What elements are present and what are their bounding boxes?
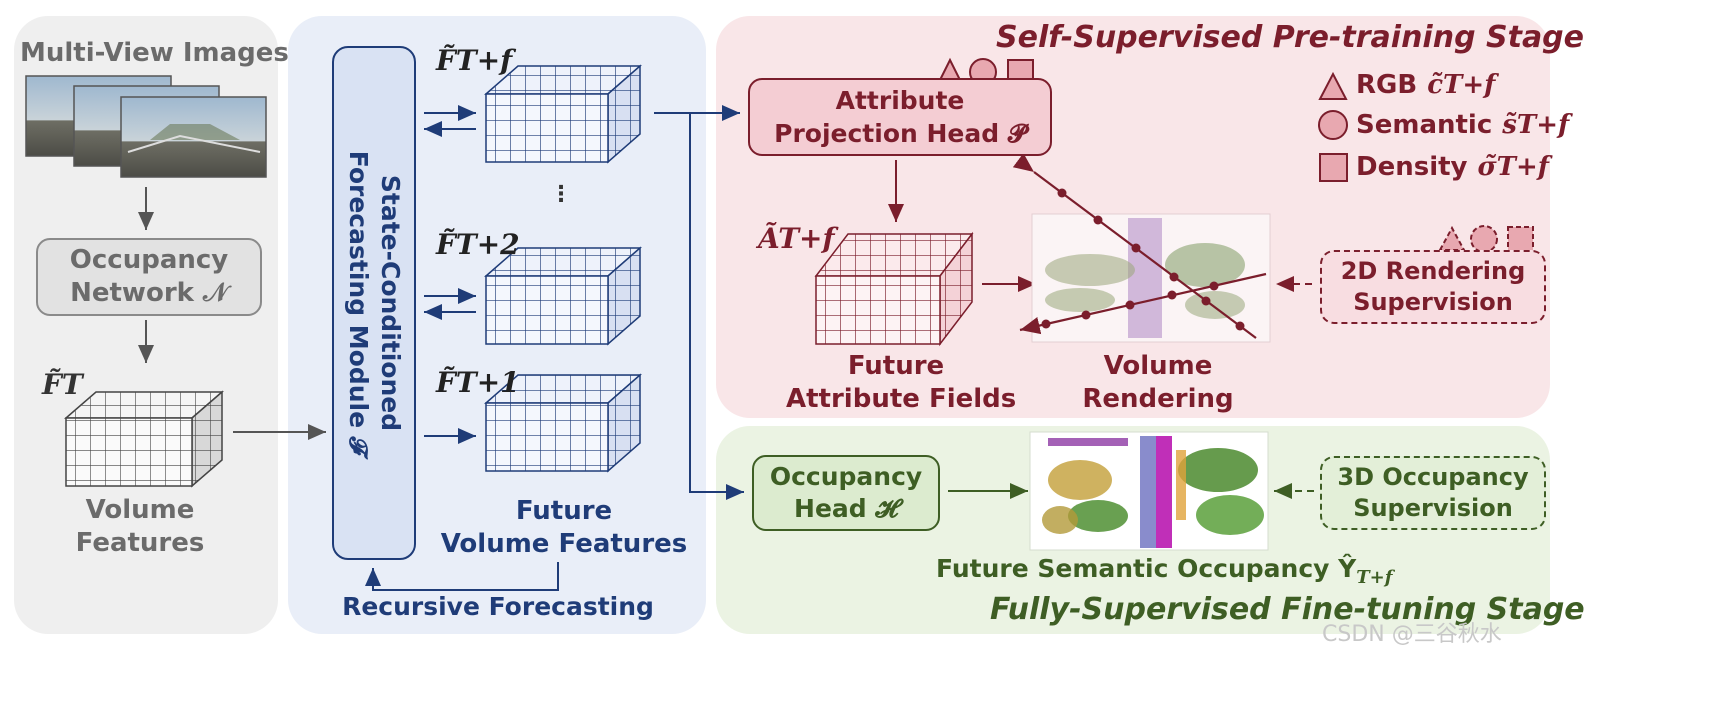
occupancy-network-line2: Network 𝒩 <box>70 278 228 308</box>
volume-features-line1: Volume <box>85 495 195 525</box>
volume-features-line2: Features <box>75 528 205 558</box>
volume-rendering-image <box>1012 153 1271 343</box>
forecasting-module-label: State-Conditioned Forecasting Module 𝓕 <box>342 151 406 455</box>
occ-head-line2: Head 𝓗 <box>794 494 898 523</box>
feature-symbol-t: F̃T <box>42 368 83 401</box>
attr-head-line1: Attribute <box>835 86 965 115</box>
legend-semantic-label: Semantic <box>1356 110 1493 140</box>
legend-rgb: RGB c̃T+f <box>1356 70 1495 100</box>
occ-head-line1: Occupancy <box>769 462 923 491</box>
attr-head-line2: Projection Head 𝓟 <box>774 119 1026 148</box>
legend-rgb-label: RGB <box>1356 70 1418 100</box>
future-volume-line2: Volume Features <box>440 529 688 559</box>
3d-occupancy-supervision-box: 3D Occupancy Supervision <box>1320 456 1546 530</box>
attr-fields-line2: Attribute Fields <box>786 384 1017 414</box>
occupancy-network-line1: Occupancy <box>69 245 229 275</box>
supervision-shapes <box>1438 225 1534 253</box>
legend-density-label: Density <box>1356 152 1468 182</box>
watermark: CSDN @三谷秋水 <box>1322 622 1502 647</box>
legend-semantic-symbol: s̃T+f <box>1502 110 1570 140</box>
feature-symbol-tf: F̃T+f <box>436 44 513 77</box>
attribute-symbol: ÃT+f <box>758 222 835 255</box>
volume-features-label: Volume Features <box>40 494 240 560</box>
recursive-loop-arrow <box>365 562 559 591</box>
feature-symbol-t2: F̃T+2 <box>436 228 520 261</box>
module-cube-arrows <box>424 105 476 444</box>
legend-density: Density σ̃T+f <box>1356 152 1549 182</box>
occupancy-network-box: Occupancy Network 𝒩 <box>36 238 262 316</box>
future-semantic-occupancy-label: Future Semantic Occupancy ŶT+f <box>936 554 1393 588</box>
semantic-occupancy-image <box>1029 431 1269 551</box>
legend-rgb-symbol: c̃T+f <box>1427 70 1496 100</box>
occupancy-head-box: Occupancy Head 𝓗 <box>752 455 940 531</box>
attr-fields-line1: Future <box>847 351 945 381</box>
finetune-stage-title: Fully-Supervised Fine-tuning Stage <box>990 592 1585 627</box>
forecasting-module-box: State-Conditioned Forecasting Module 𝓕 <box>332 46 416 560</box>
forecasting-module-line1: State-Conditioned <box>376 174 405 432</box>
branch-arrows <box>654 105 744 500</box>
legend-shapes <box>1318 71 1348 182</box>
volume-features-cube <box>63 390 225 488</box>
ellipsis: ⋮ <box>550 182 572 207</box>
future-feature-cube-1 <box>484 373 642 473</box>
legend-semantic: Semantic s̃T+f <box>1356 110 1569 140</box>
output-label-text: Future Semantic Occupancy Ŷ <box>936 554 1357 583</box>
volume-rendering-line1: Volume <box>1103 351 1213 381</box>
volume-rendering-label: Volume Rendering <box>1060 350 1256 416</box>
pretrain-stage-title: Self-Supervised Pre-training Stage <box>996 20 1585 55</box>
legend-density-symbol: σ̃T+f <box>1477 152 1550 182</box>
attribute-fields-cube <box>814 231 974 347</box>
3d-supervision-line2: Supervision <box>1353 494 1513 522</box>
future-feature-cube-2 <box>484 246 642 346</box>
2d-supervision-line2: Supervision <box>1353 288 1513 316</box>
volume-rendering-line2: Rendering <box>1082 384 1234 414</box>
multi-view-images <box>25 75 267 178</box>
forecasting-module-line2: Forecasting Module 𝓕 <box>344 150 373 456</box>
2d-rendering-supervision-box: 2D Rendering Supervision <box>1320 250 1546 324</box>
future-attribute-fields-label: Future Attribute Fields <box>786 350 1017 416</box>
future-volume-features-label: Future Volume Features <box>440 495 688 561</box>
future-volume-line1: Future <box>515 496 613 526</box>
3d-supervision-line1: 3D Occupancy <box>1337 463 1529 491</box>
recursive-forecasting-label: Recursive Forecasting <box>342 592 654 621</box>
output-label-subscript: T+f <box>1356 567 1393 588</box>
2d-supervision-line1: 2D Rendering <box>1340 257 1526 285</box>
feature-symbol-t1: F̃T+1 <box>436 366 520 399</box>
attribute-projection-head: Attribute Projection Head 𝓟 <box>748 78 1052 156</box>
future-feature-cube-f <box>484 64 642 164</box>
multi-view-images-title: Multi-View Images <box>20 38 289 68</box>
